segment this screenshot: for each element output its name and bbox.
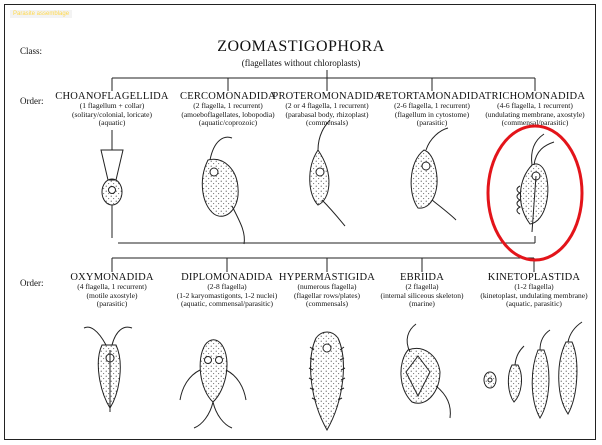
retortamonad-drawing — [411, 128, 456, 220]
choanoflagellate-drawing — [101, 130, 123, 238]
cercomonad-drawing — [202, 137, 244, 244]
trichomonad-drawing — [517, 134, 554, 232]
proteromonad-drawing — [310, 120, 345, 226]
oxymonad-drawing — [84, 327, 132, 412]
ebriid-drawing — [401, 324, 450, 418]
kinetoplastid-drawings — [484, 322, 582, 418]
diplomonad-drawing — [180, 340, 246, 428]
hypermastigote-drawing — [309, 332, 345, 430]
